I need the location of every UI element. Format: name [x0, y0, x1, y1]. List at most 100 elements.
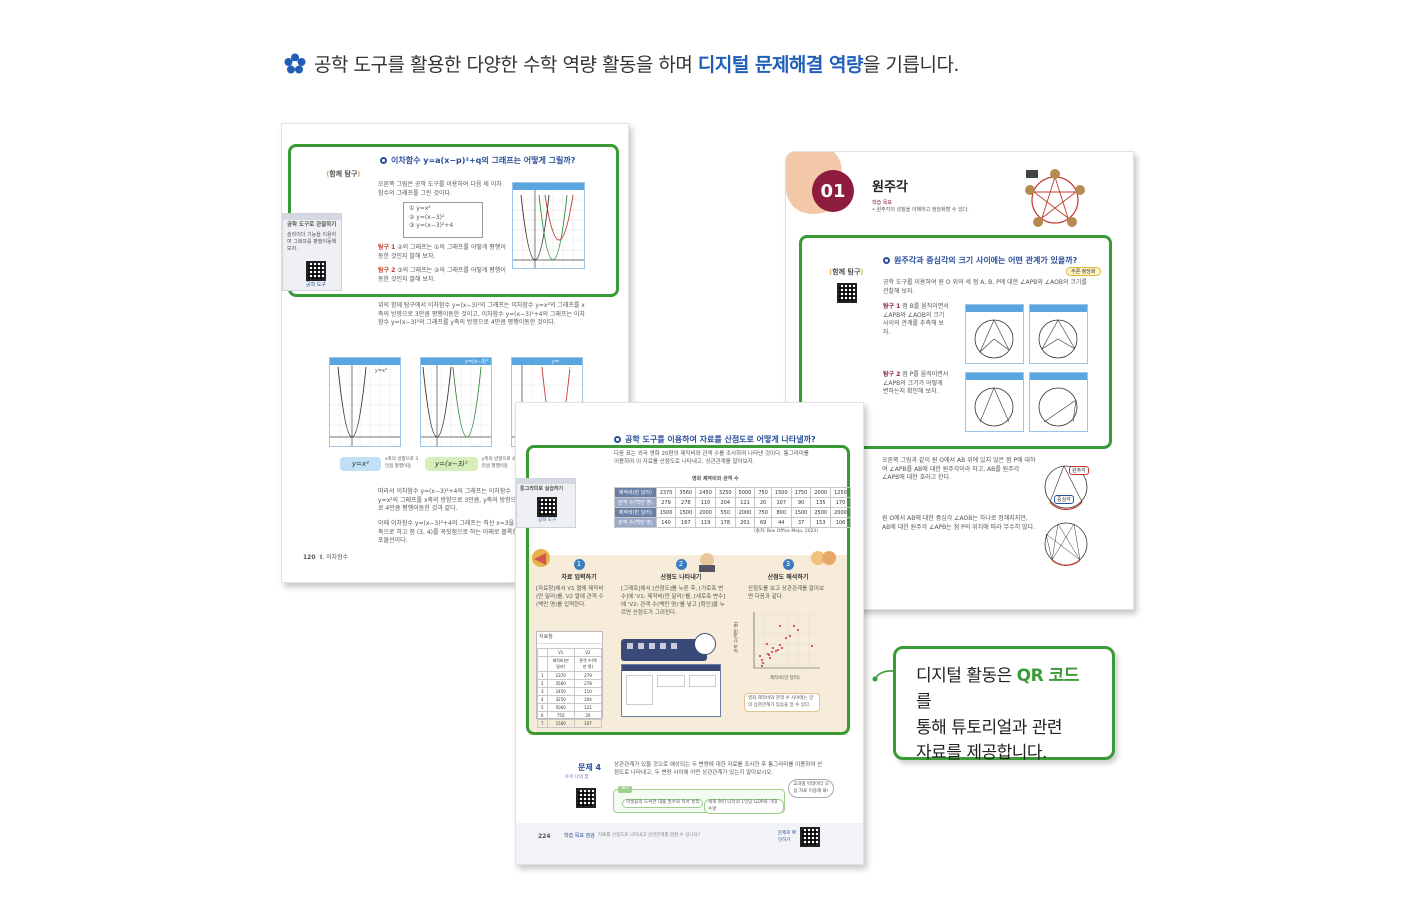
app-dialog-screenshot	[621, 664, 721, 717]
circle-diagram-1	[965, 304, 1024, 364]
kids-character-icon	[811, 551, 836, 565]
right-badge: 추론·정당화	[1066, 267, 1101, 276]
left-flow: y=x² x축의 방향으로 3만큼 평행이동 y=(x−3)² y축의 방향으로…	[340, 457, 518, 471]
left-body-3: 이때 이차함수 y=(x−3)²+4의 그래프는 직선 x=3을 축으로 하고 …	[378, 520, 518, 545]
example-label: 예시	[618, 786, 633, 793]
function-3: ③ y=(x−3)²+4	[409, 222, 454, 230]
right-body-1: 오른쪽 그림과 같이 원 O에서 AB 위에 있지 않은 점 P에 대하여 ∠A…	[882, 457, 1036, 482]
left-explore-1: 탐구 1 ②의 그래프는 ①의 그래프를 어떻게 평행이동한 것인지 말해 보자…	[378, 244, 506, 260]
right-qr-code[interactable]	[837, 283, 857, 303]
step-3: 3 산점도 해석하기	[738, 551, 838, 581]
circle-diagram-3	[965, 372, 1024, 432]
left-body-2: 따라서 이차함수 y=(x−3)²+4의 그래프는 이차함수 y=x²의 그래프…	[378, 488, 517, 513]
function-1: ① y=x²	[409, 205, 431, 212]
front-highlight-frame	[526, 445, 850, 735]
front-intro: 다음 표는 외국 영화 20편의 제작비와 관객 수를 조사하여 나타낸 것이다…	[614, 451, 809, 465]
step-3-text: 산점도를 보고 상관관계를 알아보면 다음과 같다.	[748, 586, 825, 600]
step-1-title: 자료 입력하기	[561, 574, 597, 581]
left-qr-label: 공학 도구	[306, 282, 326, 288]
function-2: ② y=(x−3)²	[409, 213, 445, 221]
left-explore-tag: ⟨함께 탐구⟩	[326, 170, 361, 178]
left-qr-code[interactable]	[306, 261, 326, 281]
app-toolbar-screenshot	[621, 639, 707, 661]
flow-box-1: y=x²	[340, 457, 381, 471]
callout-line-1: 디지털 활동은 QR 코드를	[916, 666, 1079, 712]
table-title: 영화 제작비와 관객 수	[692, 476, 739, 482]
front-qr-label: 공학 도구	[538, 518, 556, 523]
laptop-character-icon	[699, 553, 715, 572]
headline-highlight: 디지털 문제해결 역량	[697, 54, 864, 76]
front-qr-code[interactable]	[537, 497, 557, 517]
graph-3-label: y=(x−3)²+4	[552, 359, 576, 373]
right-intro: 공학 도구를 이용하여 원 O 위의 세 점 A, B, P에 대한 ∠APB와…	[883, 279, 1087, 295]
step-2-number: 2	[675, 559, 687, 570]
footer-qr-code[interactable]	[800, 827, 820, 847]
right-body-2: 원 O에서 AB에 대한 중심각 ∠AOB는 하나로 정해지지만, AB에 대한…	[882, 515, 1036, 531]
label-inscribed-angle: 원주각	[1069, 466, 1089, 475]
footer-check-text: 문제로 확인하기	[778, 831, 796, 843]
headline-suffix: 을 기릅니다.	[862, 54, 959, 76]
flower-icon	[284, 53, 306, 73]
scatter-note: 영화 제작비와 관객 수 사이에는 양의 상관관계가 있음을 알 수 있다.	[744, 693, 820, 713]
right-explore-2: 탐구 2 점 P를 움직이면서 ∠APB의 크기가 어떻게 변하는지 확인해 보…	[883, 371, 949, 396]
problem-qr-code[interactable]	[576, 788, 596, 808]
scatter-y-label: 관객 수(백만 명)	[734, 621, 740, 653]
data-window-title: 자료창	[537, 632, 602, 645]
example-2: 세계 여러 나라의 1인당 GDP와 기대 수명	[704, 799, 784, 815]
left-page-footer: 120 Ⅱ. 이차함수	[303, 554, 349, 561]
circle-diagram-4	[1029, 372, 1088, 432]
headline-prefix: 공학 도구를 활용한 다양한 수학 역량 활동을 하며	[314, 54, 698, 76]
left-intro: 오른쪽 그림은 공학 도구를 이용하여 다음 세 이차함수의 그래프를 그린 것…	[378, 181, 502, 197]
left-functions-box: ① y=x² ② y=(x−3)² ③ y=(x−3)²+4	[403, 202, 483, 238]
flow-box-2: y=(x−3)²	[424, 457, 478, 471]
right-explore-tag: ⟨함께 탐구⟩	[829, 268, 864, 276]
lesson-number: 01	[820, 181, 846, 202]
step-2: 2 산점도 나타내기	[626, 551, 736, 581]
right-question: 원주각과 중심각의 크기 사이에는 어떤 관계가 있을까?	[883, 255, 1093, 266]
step-1-number: 1	[573, 559, 585, 570]
circle-diagram-2	[1029, 304, 1088, 364]
callout-connector	[872, 670, 895, 682]
chapter-number-badge	[786, 152, 854, 214]
step-2-title: 산점도 나타내기	[660, 574, 702, 581]
multiple-inscribed-angles-diagram	[1044, 522, 1088, 566]
headline: 공학 도구를 활용한 다양한 수학 역량 활동을 하며 디지털 문제해결 역량을…	[284, 50, 959, 77]
left-top-graph	[512, 182, 585, 269]
hint-bubble: 교과별 빅데이터 모음 자료 이용해 봐!	[788, 779, 834, 799]
footer-goal-label: 학습 목표 점검	[564, 833, 595, 839]
left-body-1: 위의 함께 탐구에서 이차함수 y=(x−3)²의 그래프는 이차함수 y=x²…	[378, 302, 585, 327]
flow-step-2: y축의 방향으로 4만큼 평행이동	[481, 457, 515, 469]
label-central-angle: 중심각	[1054, 495, 1074, 504]
problem-4-text: 상관관계가 있을 것으로 예상되는 두 변량에 대한 자료를 조사한 후 통그라…	[614, 762, 823, 776]
scatter-plot: 제작비(만 달러) 관객 수(백만 명)	[734, 608, 824, 686]
graph-1-label: y=x²	[375, 368, 388, 374]
callout-line-2: 통해 튜토리얼과 관련	[916, 717, 1063, 738]
callout-line-3: 자료를 제공합니다.	[916, 743, 1047, 764]
step-2-text: [그래프]에서 [산점도]를 누른 후, [가로축 변수]에 'V1: 제작비(…	[621, 586, 726, 616]
problem-example-box: 예시 학생들의 도서관 대출 권수와 독서 성적 세계 여러 나라의 1인당 G…	[613, 786, 785, 815]
right-highlight-frame	[799, 235, 1112, 449]
lesson-title: 원주각	[872, 180, 908, 195]
scatter-tool-bubble[interactable]	[694, 633, 716, 655]
left-question: 이차함수 y=a(x−p)²+q의 그래프는 어떻게 그릴까?	[380, 155, 610, 166]
step-1: 1 자료 입력하기	[532, 549, 624, 581]
qr-callout-box: 디지털 활동은 QR 코드를 통해 튜토리얼과 관련 자료를 제공합니다.	[893, 646, 1115, 763]
right-explore-1: 탐구 1 점 B를 움직이면서 ∠APB와 ∠AOB의 크기 사이의 관계를 추…	[883, 303, 949, 337]
left-graph-2: y=(x−3)²	[420, 357, 492, 447]
table-source: (출처: Box Office Mojo, 2023)	[754, 529, 819, 534]
pentagram-illustration-icon	[1025, 169, 1085, 227]
footer-goal-text: 자료를 산점도로 나타내고 상관관계를 말할 수 있나요?	[598, 833, 701, 838]
megaphone-character-icon	[532, 549, 550, 567]
front-page-number: 224	[538, 833, 551, 840]
left-graph-1: y=x²	[329, 357, 401, 447]
